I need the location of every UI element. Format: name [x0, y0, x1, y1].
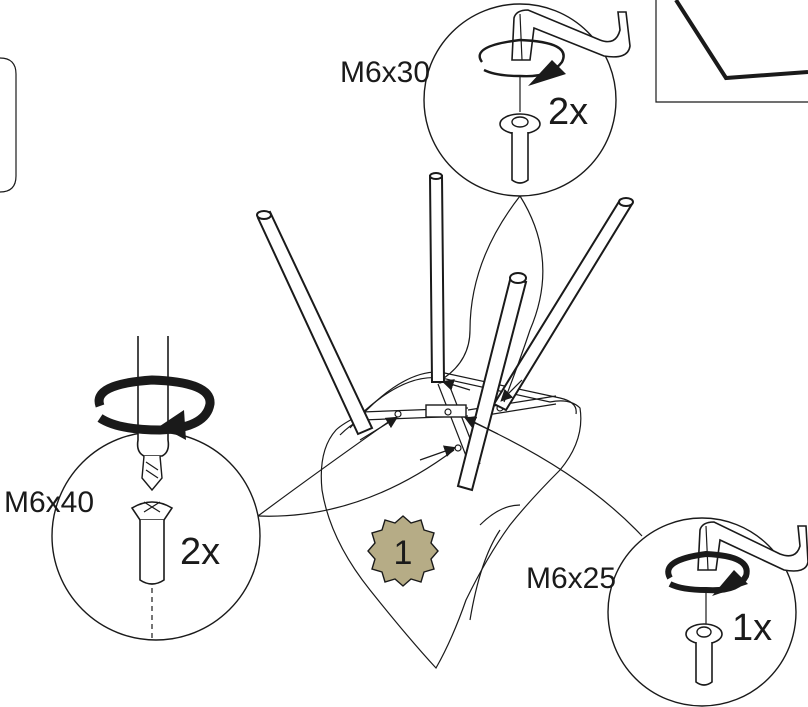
allen-key-icon — [511, 9, 631, 61]
step-badge: 1 — [367, 515, 439, 587]
allen-key-icon — [697, 521, 808, 572]
rotate-clockwise-icon — [665, 550, 750, 596]
detail-circle-top: 2x — [423, 3, 631, 197]
detail-top-qty: 2x — [548, 91, 588, 133]
step-number: 1 — [394, 534, 413, 572]
detail-left-label: M6x40 — [4, 486, 94, 519]
detail-right-label: M6x25 — [526, 562, 616, 595]
screw-m6x25 — [685, 623, 723, 686]
chair-upside-down — [256, 172, 634, 670]
screw-m6x30 — [499, 113, 541, 184]
detail-circle-right: 1x — [607, 517, 808, 707]
detail-right-qty: 1x — [732, 607, 772, 649]
detail-left-qty: 2x — [180, 531, 220, 573]
leader-lines — [257, 195, 643, 537]
side-panel-edge — [0, 57, 17, 193]
rotate-clockwise-icon — [478, 38, 566, 86]
previous-step-thumbnail — [655, 0, 808, 103]
rotate-clockwise-icon — [94, 375, 215, 440]
detail-top-label: M6x30 — [340, 56, 430, 89]
detail-circle-left: 2x — [51, 336, 261, 641]
screw-m6x40 — [130, 501, 174, 640]
